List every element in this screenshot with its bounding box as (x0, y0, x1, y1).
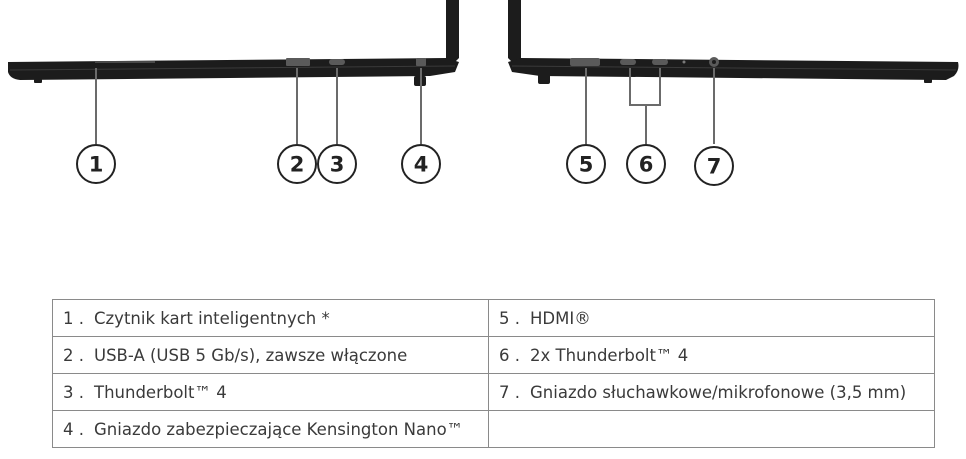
callout-label-1: 1 (89, 153, 104, 177)
legend-text: Thunderbolt™ 4 (94, 382, 227, 402)
callout-circle-3 (317, 144, 357, 184)
legend-text: USB-A (USB 5 Gb/s), zawsze włączone (94, 345, 408, 365)
table-row: 4 . Gniazdo zabezpieczające Kensington Na… (52, 410, 935, 448)
callout-label-3: 3 (330, 153, 345, 177)
callout-circle-6 (626, 144, 666, 184)
callout-label-5: 5 (579, 153, 594, 177)
kensington-nano-slot (416, 58, 426, 66)
legend-text: Gniazdo słuchawkowe/mikrofonowe (3,5 mm) (530, 382, 907, 402)
ports-diagram: 1 2 3 4 5 6 7 (8, 0, 959, 186)
legend-item: 3 . Thunderbolt™ 4 (52, 373, 489, 411)
right-base-edge (511, 65, 957, 71)
callout-circle-2 (277, 144, 317, 184)
usb-a-port (286, 58, 310, 66)
callout-circle-1 (76, 144, 116, 184)
legend-number: 2 . (63, 345, 84, 365)
legend-item: 6 . 2x Thunderbolt™ 4 (488, 336, 935, 374)
callout-circle-5 (566, 144, 606, 184)
table-row: 2 . USB-A (USB 5 Gb/s), zawsze włączone 6… (52, 336, 935, 374)
legend-number: 4 . (63, 419, 84, 439)
callout-label-4: 4 (414, 153, 429, 177)
legend-text: 2x Thunderbolt™ 4 (530, 345, 689, 365)
thunderbolt-port-right-2 (652, 59, 668, 65)
legend-item: 1 . Czytnik kart inteligentnych * (52, 299, 489, 337)
callout-label-6: 6 (639, 153, 654, 177)
callouts: 1 2 3 4 5 6 7 (76, 144, 734, 186)
legend-text: Gniazdo zabezpieczające Kensington Nano™ (94, 419, 464, 439)
right-foot-2 (924, 78, 932, 83)
table-row: 3 . Thunderbolt™ 4 7 . Gniazdo słuchawkowe… (52, 373, 935, 411)
legend-text: Czytnik kart inteligentnych * (94, 308, 330, 328)
legend-text: HDMI® (530, 308, 591, 328)
legend-item: 4 . Gniazdo zabezpieczające Kensington Na… (52, 410, 489, 448)
table-row: 1 . Czytnik kart inteligentnych * 5 . HDMI… (52, 299, 935, 337)
legend-number: 6 . (499, 345, 520, 365)
legend-item: 5 . HDMI® (488, 299, 935, 337)
left-foot-1 (34, 79, 42, 83)
callout-circle-4 (401, 144, 441, 184)
legend-number: 5 . (499, 308, 520, 328)
callout-label-7: 7 (707, 155, 722, 179)
leader-lines (95, 68, 715, 144)
legend-item: 2 . USB-A (USB 5 Gb/s), zawsze włączone (52, 336, 489, 374)
ports-legend-table: 1 . Czytnik kart inteligentnych * 5 . HDMI… (52, 299, 935, 448)
left-lid (446, 0, 459, 66)
legend-item: 7 . Gniazdo słuchawkowe/mikrofonowe (3,5 … (488, 373, 935, 411)
status-led (682, 60, 686, 64)
hdmi-port (570, 58, 600, 66)
right-lid (508, 0, 521, 66)
laptop-left-side-view (8, 0, 459, 86)
laptop-right-side-view (508, 0, 959, 84)
callout-circle-7 (694, 146, 734, 186)
left-base-edge (9, 65, 456, 71)
thunderbolt-port-left (329, 59, 345, 65)
callout-label-2: 2 (290, 153, 305, 177)
legend-number: 7 . (499, 382, 520, 402)
legend-item-empty (488, 410, 935, 448)
legend-number: 3 . (63, 382, 84, 402)
right-foot-1 (538, 74, 550, 84)
legend-number: 1 . (63, 308, 84, 328)
audio-jack-hole (712, 60, 716, 64)
smart-card-slot (95, 61, 155, 63)
left-base (8, 58, 459, 80)
thunderbolt-port-right-1 (620, 59, 636, 65)
